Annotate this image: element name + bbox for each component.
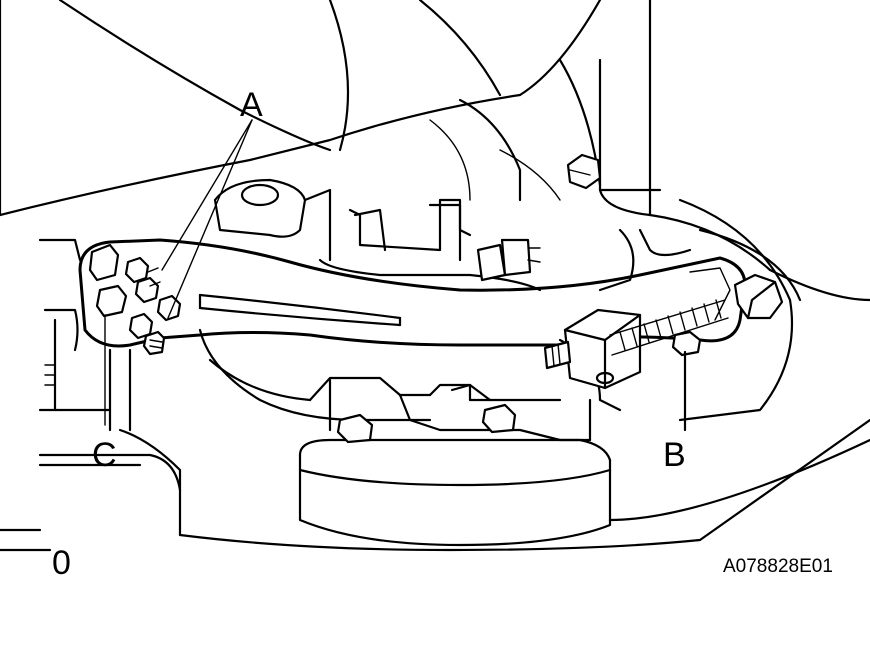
callout-label-b: B xyxy=(663,436,686,474)
figure-id: A078828E01 xyxy=(723,556,833,577)
upper-bracket xyxy=(213,178,542,292)
left-nuts xyxy=(88,243,182,356)
callout-label-a: A xyxy=(240,86,263,124)
screw-assembly xyxy=(543,273,784,432)
center-bolt xyxy=(476,238,541,282)
left-structure xyxy=(0,238,870,552)
corner-mark: 0 xyxy=(52,544,71,582)
top-bolt xyxy=(566,153,602,190)
callout-label-c: C xyxy=(92,436,117,474)
leader-lines xyxy=(104,119,253,426)
engine-outline xyxy=(0,0,870,422)
